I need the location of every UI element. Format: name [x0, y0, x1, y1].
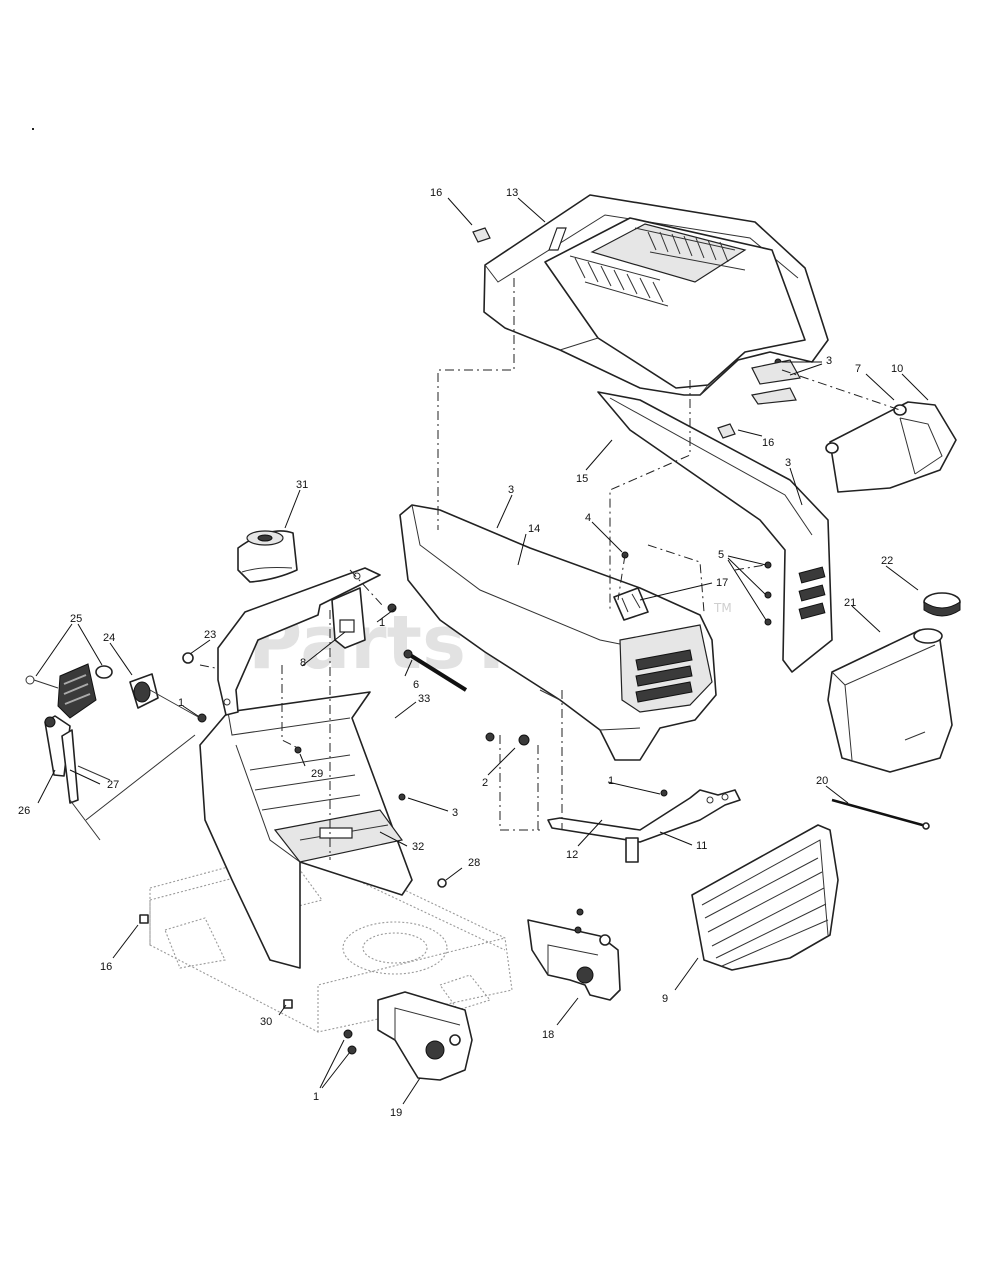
- callout-27: 27: [107, 779, 119, 791]
- callout-26: 26: [18, 805, 30, 817]
- front-grille: [691, 824, 839, 971]
- fuel-line: [831, 798, 930, 830]
- chassis-frame: [149, 844, 513, 1033]
- headlight-assembly: [25, 663, 159, 719]
- lever-parts: [44, 715, 101, 841]
- callout-13: 13: [506, 187, 518, 199]
- callout-31: 31: [296, 479, 308, 491]
- callout-15: 15: [576, 473, 588, 485]
- hood: [483, 194, 829, 405]
- axle-bar: [547, 789, 741, 863]
- fuel-cap: [923, 592, 961, 617]
- steering-boot: [237, 530, 298, 583]
- side-panel: [597, 391, 833, 673]
- callout-3-hood: 3: [826, 355, 832, 367]
- callout-11: 11: [696, 840, 707, 852]
- callout-32: 32: [412, 841, 424, 853]
- callout-8: 8: [300, 657, 306, 669]
- hood-vents: [548, 227, 746, 307]
- callout-19: 19: [390, 1107, 402, 1119]
- callout-10: 10: [891, 363, 903, 375]
- leader-lines: [35, 197, 929, 1105]
- callout-25: 25: [70, 613, 82, 625]
- callout-21: 21: [844, 597, 856, 609]
- fuel-tank: [827, 628, 953, 773]
- callout-20: 20: [816, 775, 828, 787]
- callout-3-side: 3: [785, 457, 791, 469]
- callout-4: 4: [585, 512, 591, 524]
- axle-bracket-left: [343, 991, 473, 1081]
- axle-bracket-right: [527, 908, 621, 1001]
- callout-3-nose: 3: [508, 484, 514, 496]
- callout-9: 9: [662, 993, 668, 1005]
- callout-24: 24: [103, 632, 115, 644]
- callout-1-axle: 1: [608, 775, 614, 787]
- callout-12: 12: [566, 849, 578, 861]
- callout-23: 23: [204, 629, 216, 641]
- front-nose: [399, 504, 717, 761]
- dash-panel: [199, 691, 413, 969]
- callout-29: 29: [311, 768, 323, 780]
- callout-33: 33: [418, 693, 430, 705]
- callout-30: 30: [260, 1016, 272, 1028]
- callout-2: 2: [482, 777, 488, 789]
- callout-1-headlight: 1: [178, 697, 184, 709]
- callout-28: 28: [468, 857, 480, 869]
- callout-labels: 16 13 3 7 10 16 15 3 3 14 4 5 17 22 21 3…: [18, 187, 903, 1119]
- callout-1-bottom: 1: [313, 1091, 319, 1103]
- callout-16-mid: 16: [762, 437, 774, 449]
- callout-22: 22: [881, 555, 893, 567]
- spring-rod: [403, 649, 468, 692]
- callout-5: 5: [718, 549, 724, 561]
- callout-1-bracket: 1: [379, 617, 385, 629]
- callout-14: 14: [528, 523, 540, 535]
- hood-clips: [472, 227, 736, 439]
- headlight-lens: [825, 401, 957, 493]
- callout-6: 6: [413, 679, 419, 691]
- callout-3-dash: 3: [452, 807, 458, 819]
- bracket-17: [613, 587, 649, 621]
- callout-16-top: 16: [430, 187, 442, 199]
- callout-18: 18: [542, 1029, 554, 1041]
- callout-17: 17: [716, 577, 728, 589]
- stray-dot: [32, 128, 34, 130]
- callout-7: 7: [855, 363, 861, 375]
- callout-16-low: 16: [100, 961, 112, 973]
- steering-bracket: [217, 567, 381, 716]
- watermark-tm: TM: [713, 601, 732, 615]
